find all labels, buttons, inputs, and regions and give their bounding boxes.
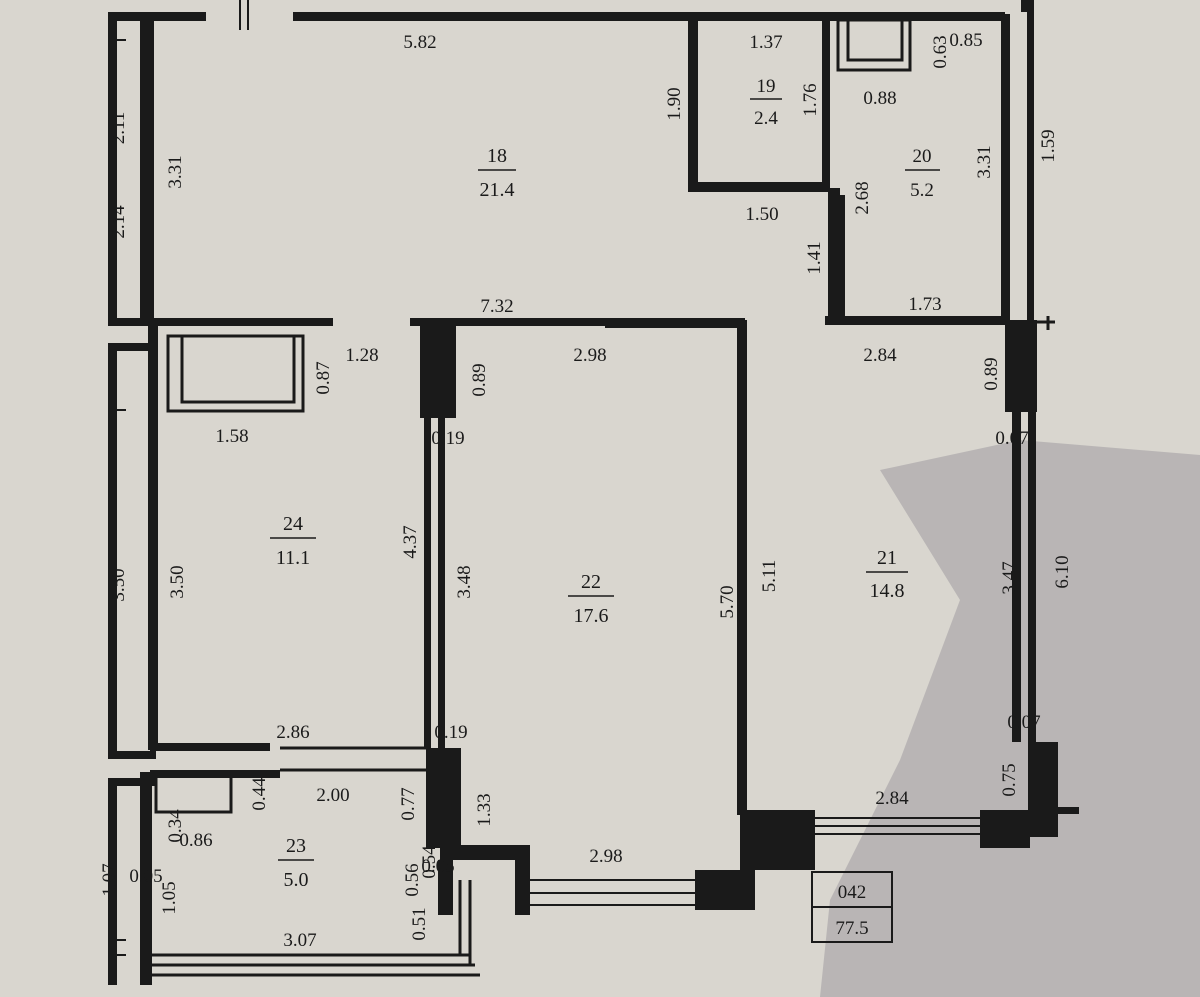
dim-label: 1.07 bbox=[99, 863, 120, 896]
dim-label: 0.07 bbox=[1007, 712, 1040, 733]
dim-label: 0.86 bbox=[179, 830, 212, 851]
dim-label: 1.05 bbox=[159, 881, 180, 914]
dim-label: 0.54 bbox=[419, 845, 440, 879]
dim-label: 0.44 bbox=[249, 777, 270, 811]
dim-label: 5.11 bbox=[759, 560, 780, 593]
dim-label: 0.51 bbox=[409, 907, 430, 940]
dimension-labels-horizontal: 5.82 1.37 0.85 0.88 1.50 7.32 1.73 1.28 … bbox=[129, 30, 1040, 951]
dim-label: 0.87 bbox=[313, 361, 334, 394]
photo-shadow bbox=[820, 440, 1200, 997]
dim-label: 2.84 bbox=[863, 345, 897, 366]
stamp-code: 042 bbox=[838, 882, 867, 903]
dimension-labels-vertical: 0.63 3.31 1.90 1.76 3.31 2.68 1.41 2.14 … bbox=[99, 35, 1073, 940]
dim-label: 7.32 bbox=[480, 296, 513, 317]
dim-label: 3.07 bbox=[283, 930, 316, 951]
dim-label: 1.41 bbox=[804, 241, 825, 274]
dim-label: 1.28 bbox=[345, 345, 378, 366]
dim-label: 2.14 bbox=[108, 205, 129, 239]
dim-label: 0.34 bbox=[165, 809, 186, 843]
dim-label: 0.19 bbox=[434, 722, 467, 743]
room-area: 14.8 bbox=[870, 580, 905, 602]
dim-label: 1.33 bbox=[474, 793, 495, 826]
room-area: 17.6 bbox=[574, 605, 609, 627]
dim-label: 1.90 bbox=[664, 87, 685, 120]
dim-label: 0.77 bbox=[398, 787, 419, 820]
dim-label: 3.47 bbox=[999, 561, 1020, 594]
room-area: 5.0 bbox=[284, 869, 309, 891]
room-number: 24 bbox=[283, 513, 303, 535]
dim-label: 2.11 bbox=[108, 112, 129, 145]
dim-label: 5.70 bbox=[717, 585, 738, 618]
dim-label: 1.58 bbox=[215, 426, 248, 447]
dim-label: 0.88 bbox=[863, 88, 896, 109]
dim-label: 1.59 bbox=[1038, 129, 1059, 162]
room-area: 2.4 bbox=[754, 108, 778, 129]
dim-label: 2.84 bbox=[875, 788, 909, 809]
stamp-total: 77.5 bbox=[835, 918, 868, 939]
dim-label: 1.50 bbox=[745, 204, 778, 225]
dim-label: 1.37 bbox=[749, 32, 782, 53]
room-number: 22 bbox=[581, 571, 601, 593]
dim-label: 0.63 bbox=[930, 35, 951, 68]
dim-label: 3.31 bbox=[165, 155, 186, 188]
dim-label: 0.85 bbox=[949, 30, 982, 51]
dim-label: 0.07 bbox=[995, 428, 1028, 449]
room-area: 5.2 bbox=[910, 180, 934, 201]
apartment-stamp: 042 77.5 bbox=[811, 871, 893, 943]
dim-label: 2.00 bbox=[316, 785, 349, 806]
dim-label: 2.98 bbox=[589, 846, 622, 867]
dim-label: 1.76 bbox=[800, 83, 821, 116]
room-24: 24 11.1 bbox=[270, 513, 316, 569]
dim-label: 0.56 bbox=[402, 863, 423, 896]
dim-label: 3.31 bbox=[974, 145, 995, 178]
dim-label: 0.89 bbox=[469, 363, 490, 396]
dim-label: 5.82 bbox=[403, 32, 436, 53]
room-area: 21.4 bbox=[480, 179, 515, 201]
room-23: 23 5.0 bbox=[278, 835, 314, 891]
dim-label: 2.98 bbox=[573, 345, 606, 366]
room-22: 22 17.6 bbox=[568, 571, 614, 627]
thin-lines bbox=[117, 0, 1055, 977]
dim-label: 0.89 bbox=[981, 357, 1002, 390]
dim-label: 0.05 bbox=[421, 856, 454, 877]
dim-label: 3.48 bbox=[454, 565, 475, 598]
room-20: 20 5.2 bbox=[905, 146, 940, 201]
room-number: 18 bbox=[487, 145, 507, 167]
dim-label: 6.10 bbox=[1052, 555, 1073, 588]
walls bbox=[108, 0, 1079, 985]
dim-label: 0.75 bbox=[999, 763, 1020, 796]
room-number: 20 bbox=[913, 146, 932, 167]
room-number: 21 bbox=[877, 547, 897, 569]
room-18: 18 21.4 bbox=[478, 145, 516, 201]
room-21: 21 14.8 bbox=[866, 547, 908, 602]
dim-label: 3.50 bbox=[108, 568, 129, 601]
dim-label: 1.73 bbox=[908, 294, 941, 315]
dim-label: 0.05 bbox=[129, 866, 162, 887]
room-area: 11.1 bbox=[276, 547, 310, 569]
dim-label: 2.68 bbox=[852, 181, 873, 214]
room-number: 19 bbox=[757, 76, 776, 97]
dim-label: 2.86 bbox=[276, 722, 309, 743]
dim-label: 4.37 bbox=[400, 525, 421, 558]
room-number: 23 bbox=[286, 835, 306, 857]
dim-label: 3.50 bbox=[167, 565, 188, 598]
room-19: 19 2.4 bbox=[750, 76, 782, 129]
dim-label: 0.19 bbox=[431, 428, 464, 449]
